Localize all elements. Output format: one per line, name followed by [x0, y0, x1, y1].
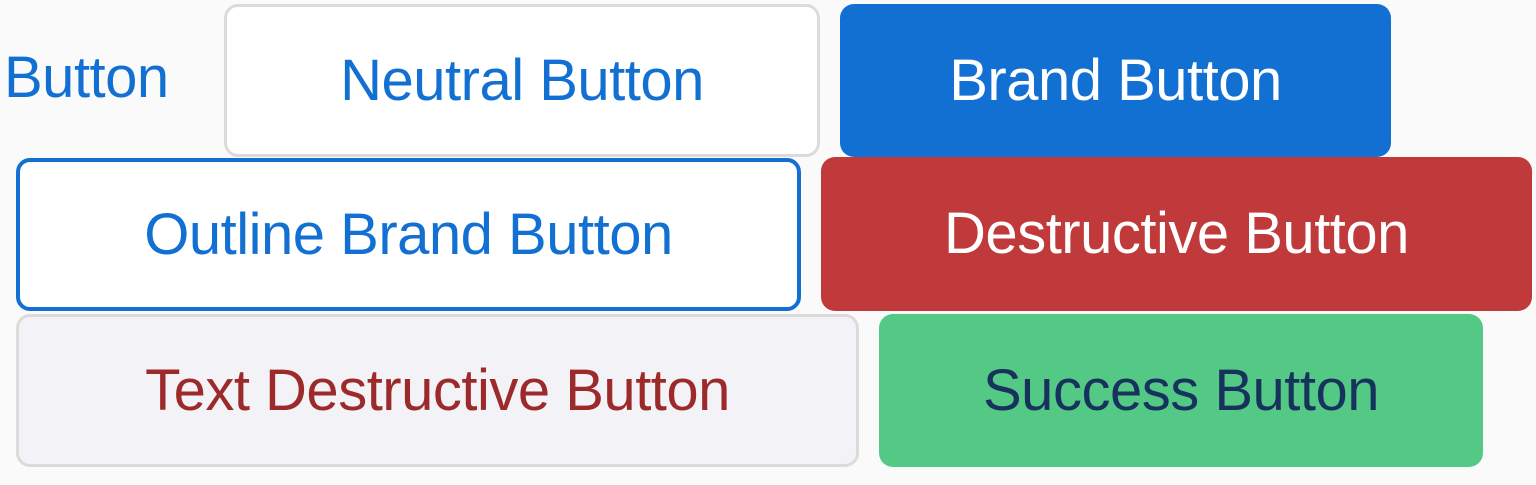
brand-button[interactable]: Brand Button	[840, 4, 1391, 157]
base-button[interactable]: Button	[0, 36, 215, 120]
neutral-button[interactable]: Neutral Button	[224, 4, 820, 157]
destructive-button[interactable]: Destructive Button	[821, 157, 1532, 311]
success-button[interactable]: Success Button	[879, 314, 1483, 467]
text-destructive-button[interactable]: Text Destructive Button	[16, 314, 859, 467]
outline-brand-button[interactable]: Outline Brand Button	[16, 158, 801, 311]
